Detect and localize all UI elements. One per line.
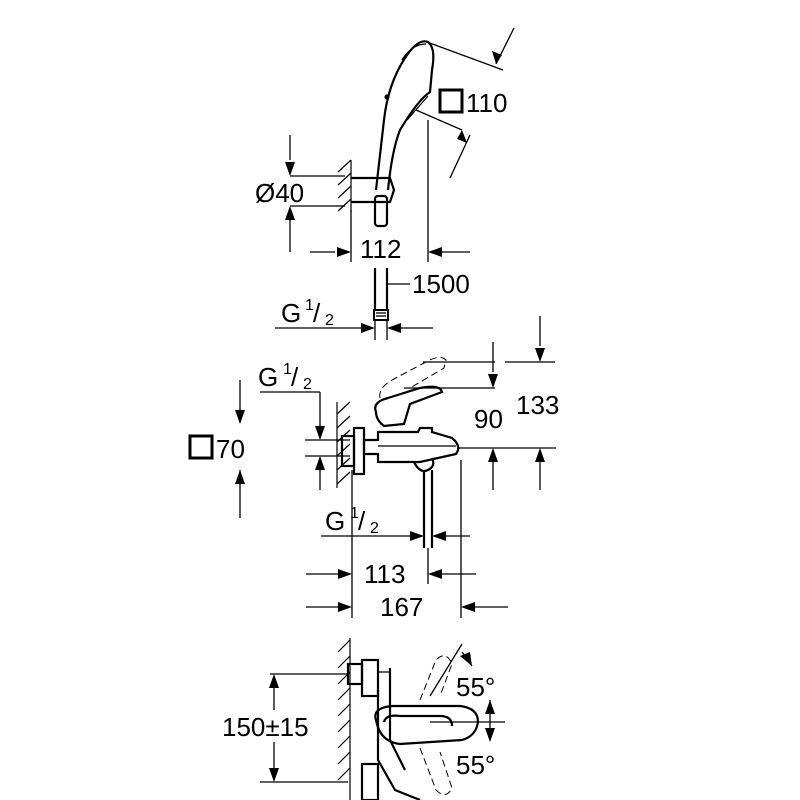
dim-escutcheon-square: 70 <box>216 434 245 464</box>
svg-text:1: 1 <box>305 297 314 314</box>
dim-hose-length: 1500 <box>412 269 470 299</box>
svg-text:1: 1 <box>350 505 359 522</box>
dim-lever-height: 90 <box>474 404 503 434</box>
svg-text:1: 1 <box>283 361 292 378</box>
spout-thread-label: G 1 / 2 <box>325 505 379 537</box>
svg-text:/: / <box>358 506 366 536</box>
dim-lever-angle-down: 55° <box>456 750 495 780</box>
hand-shower-view: 110 Ø40 112 <box>255 27 515 264</box>
mixer-side-view: G 1 / 2 70 90 133 G 1 / 2 <box>188 316 559 622</box>
svg-text:2: 2 <box>325 312 334 329</box>
dim-inlet-centres: 150±15 <box>222 712 309 742</box>
svg-text:G: G <box>258 362 278 392</box>
dim-spout-projection: 113 <box>364 559 405 589</box>
svg-text:/: / <box>313 298 321 328</box>
dim-total-height: 133 <box>516 390 559 420</box>
mixer-front-view: 55° 55° 150±15 <box>222 638 505 800</box>
dim-hand-shower-square: 110 <box>466 88 507 118</box>
dim-lever-angle-up: 55° <box>456 672 495 702</box>
dim-total-projection: 167 <box>380 592 423 622</box>
svg-text:2: 2 <box>370 520 379 537</box>
dim-holder-projection: 112 <box>360 234 401 264</box>
dim-holder-diameter: Ø40 <box>255 178 304 208</box>
inlet-thread-label: G 1 / 2 <box>258 361 312 393</box>
svg-text:/: / <box>291 362 299 392</box>
svg-text:2: 2 <box>303 376 312 393</box>
hose-view: 1500 G 1 / 2 <box>275 268 470 340</box>
hose-thread-label: G 1 / 2 <box>281 297 334 329</box>
svg-text:G: G <box>281 298 301 328</box>
svg-text:G: G <box>325 506 345 536</box>
